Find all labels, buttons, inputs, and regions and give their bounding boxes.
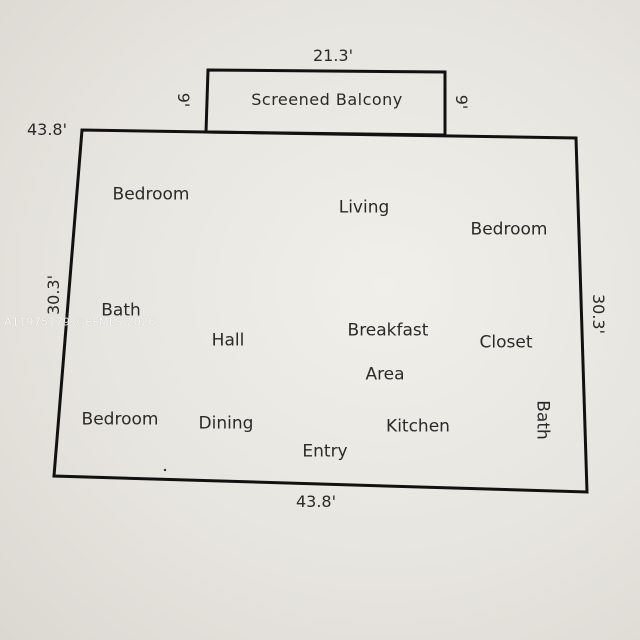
room-entry: Entry [302,441,348,462]
room-breakfast: Breakfast [347,320,429,341]
room-living: Living [338,197,390,218]
listing-watermark: A11975179 ©EFMLS 2026 [4,315,156,329]
small-mark [163,468,167,472]
top-width-label: 43.8' [26,120,68,139]
room-area: Area [365,364,405,385]
room-bath-right: Bath [532,400,553,440]
room-bedroom-right: Bedroom [470,219,548,240]
room-bath-left: Bath [101,300,141,321]
room-screened-balcony: Screened Balcony [251,90,403,109]
balcony-width-label: 21.3' [312,46,354,65]
room-bedroom-top-left: Bedroom [112,184,190,205]
room-closet: Closet [479,332,533,353]
room-dining: Dining [198,413,254,434]
bottom-width-label: 43.8' [295,492,337,511]
right-height-label: 30.3' [589,293,608,335]
balcony-depth-right-label: 9' [452,94,471,110]
left-height-label: 30.3' [44,274,63,316]
balcony-depth-left-label: 9' [174,92,193,108]
room-kitchen: Kitchen [386,416,450,437]
main-outline [52,128,589,494]
room-bedroom-bottom-left: Bedroom [81,409,159,430]
room-hall: Hall [211,330,245,351]
